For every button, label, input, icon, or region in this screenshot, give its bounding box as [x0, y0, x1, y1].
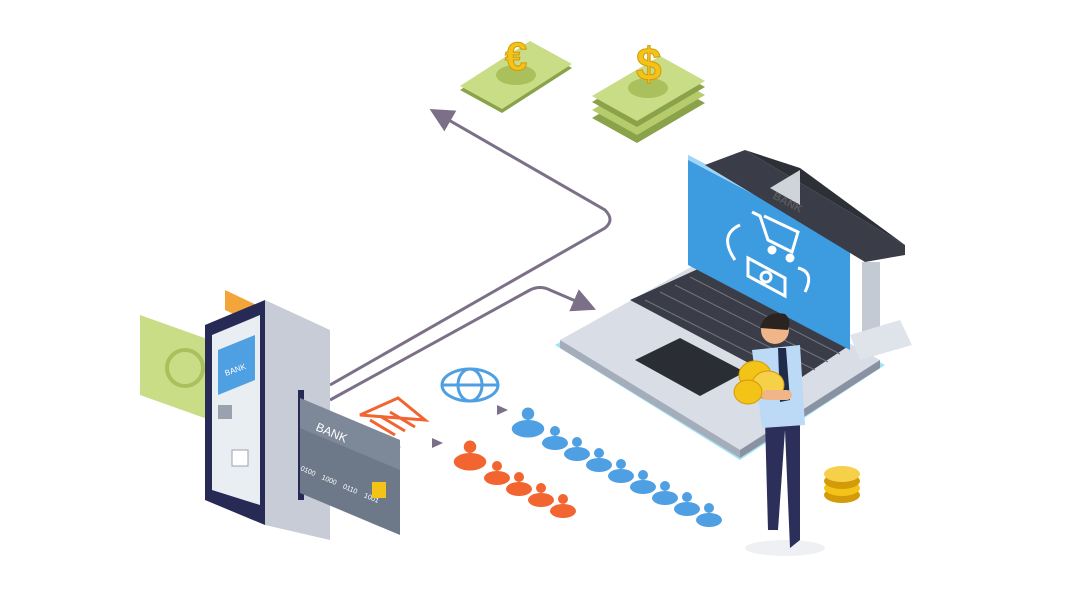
cash-banknote [140, 315, 210, 420]
bank-card: BANK 0100 1000 0110 1001 [299, 398, 400, 535]
atm-keypad [218, 405, 232, 419]
businessman-holding-coins [733, 313, 825, 556]
person-icon [630, 470, 656, 494]
person-icon [511, 407, 545, 438]
person-icon [453, 440, 487, 471]
person-icon [586, 448, 612, 472]
atm-cash-slot [231, 449, 249, 467]
person-icon [506, 472, 532, 496]
cash-icon [746, 255, 787, 299]
coins-on-floor [824, 466, 860, 503]
person-icon [542, 426, 568, 450]
euro-banknote: € [460, 35, 572, 113]
person-icon [484, 461, 510, 485]
bank-building: BANK [705, 150, 912, 360]
touchpad [635, 338, 745, 396]
arrow-to-money [329, 109, 612, 387]
cart-icon [751, 210, 800, 263]
arrow-blue [497, 405, 508, 415]
person-icon [608, 459, 634, 483]
connector-lines [329, 109, 612, 402]
arrow-orange [432, 438, 443, 448]
person-icon [652, 481, 678, 505]
refresh-arrows-icon [726, 223, 811, 293]
euro-icon: € [505, 35, 527, 79]
card-chip [372, 482, 386, 498]
dollar-banknote-stack: $ [592, 38, 705, 143]
people-groups [453, 407, 722, 527]
person-icon [564, 437, 590, 461]
person-icon [696, 503, 722, 527]
atm-screen [218, 335, 255, 395]
bank-column [862, 262, 880, 332]
person-icon [550, 494, 576, 518]
dollar-icon: $ [636, 38, 662, 90]
atm-machine: BANK [140, 290, 330, 540]
globe-icon [440, 367, 500, 403]
arrow-to-laptop [329, 286, 597, 402]
person-icon [674, 492, 700, 516]
person-icon [528, 483, 554, 507]
